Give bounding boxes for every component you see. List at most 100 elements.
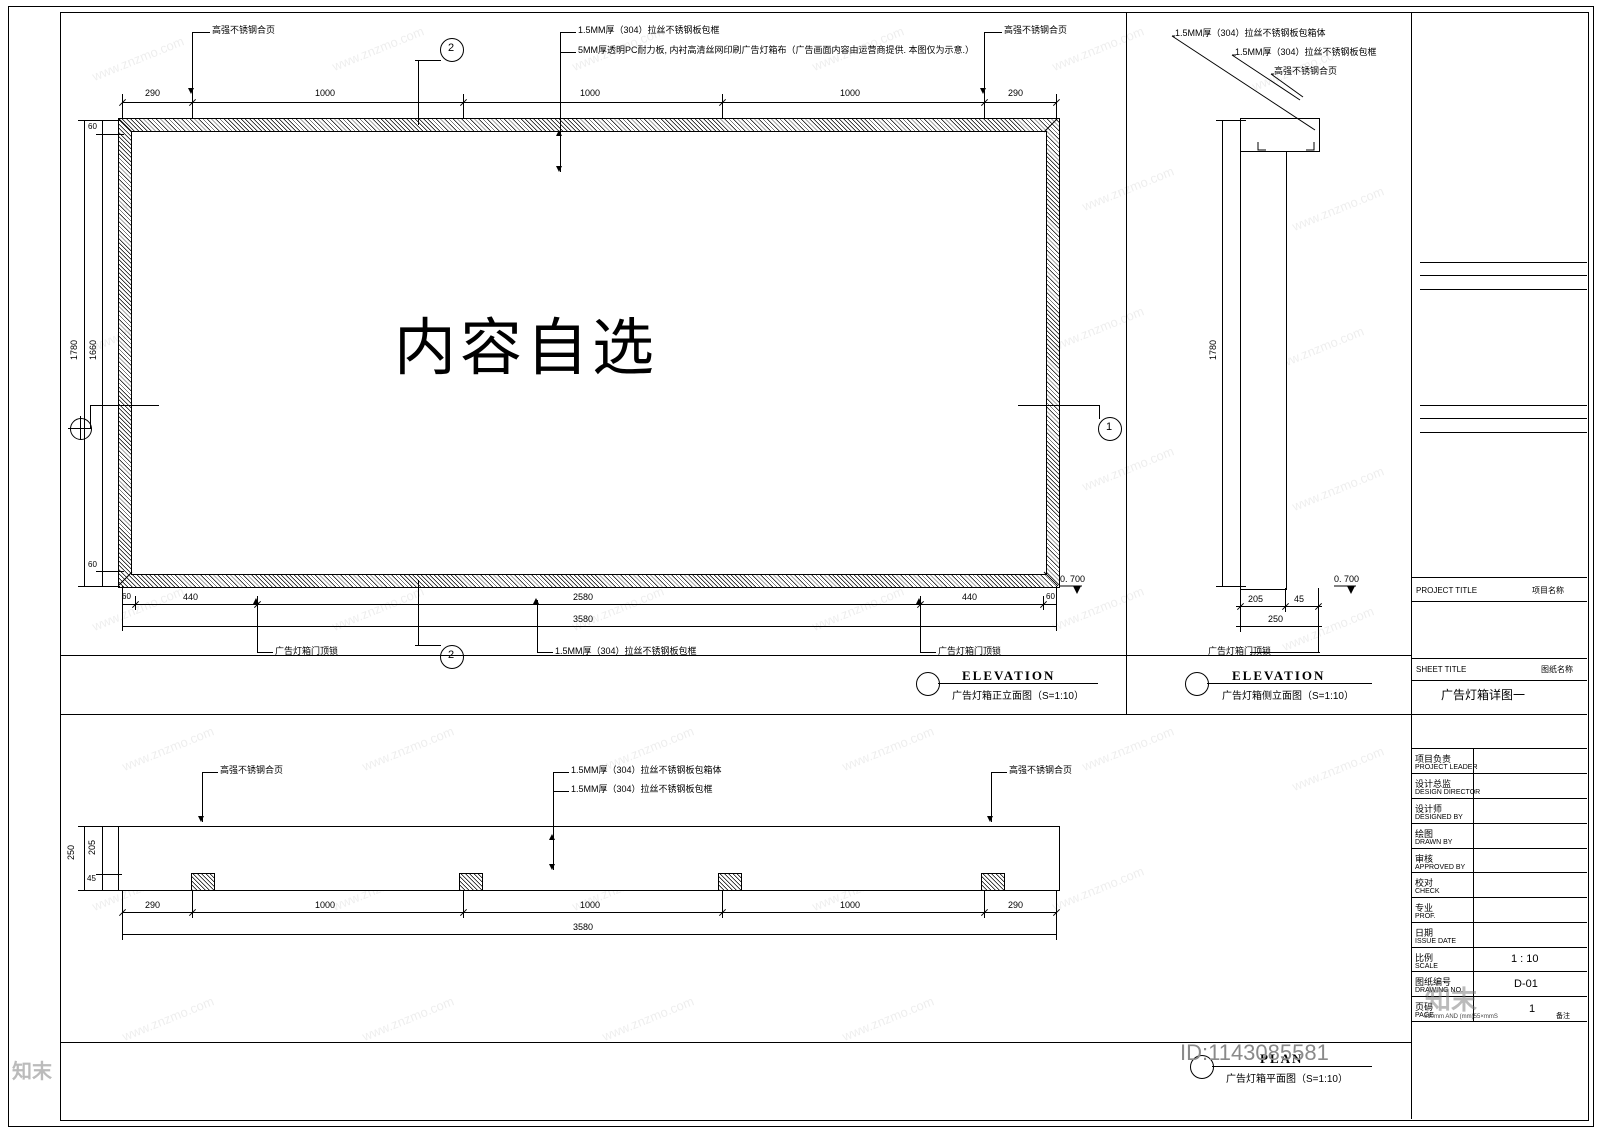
- front-dim-left-ext: [78, 120, 120, 121]
- side-dim-bottom-line1: [1236, 606, 1322, 607]
- side-leader-label-hinge: 高强不锈钢合页: [1274, 66, 1338, 76]
- panel-content-label: 内容自选: [394, 315, 659, 383]
- plan-hinge-block: [718, 873, 742, 891]
- side-dim-ext: [1216, 120, 1246, 121]
- info-label-en: DESIGN DIRECTOR: [1415, 789, 1481, 796]
- titleblock-divider: [1411, 658, 1587, 659]
- plan-leader-line: [553, 791, 569, 792]
- info-row-rule: [1411, 823, 1587, 824]
- leader-line: [560, 32, 576, 33]
- leader-line: [537, 600, 538, 652]
- leader-arrow: [916, 598, 922, 604]
- front-dim-left-value: 1780: [69, 340, 79, 361]
- side-level-mark: 0. 700: [1334, 574, 1360, 584]
- titleblock-divider: [1420, 405, 1587, 406]
- detail-callout-2-bottom[interactable]: [440, 645, 464, 669]
- info-label-cn: 设计师: [1415, 804, 1443, 814]
- front-dim-top-line: [122, 102, 1056, 103]
- plan-title: PLAN: [1260, 1051, 1304, 1066]
- titleblock-divider: [1411, 714, 1587, 715]
- section-line-top: [418, 60, 419, 125]
- detail-callout-1[interactable]: [1098, 417, 1122, 441]
- plan-dim-bottom-line2: [122, 934, 1056, 935]
- sheet-title-cn-label: 图纸名称: [1541, 665, 1573, 674]
- front-dim-top-ext: [122, 94, 123, 118]
- view-title-underline: [938, 683, 1098, 684]
- info-value-page[interactable]: 1: [1529, 1003, 1536, 1015]
- sheet-outer-border: [8, 6, 1594, 1127]
- plan-leader-line: [553, 772, 569, 773]
- front-dim-top-value: 290: [145, 88, 161, 98]
- info-row-rule: [1411, 773, 1587, 774]
- info-label-cn: 专业: [1415, 903, 1434, 913]
- plan-dim-left-ext: [96, 874, 122, 875]
- front-dim-bottom-ext: [122, 586, 123, 631]
- side-leader-line-lock: [1318, 626, 1319, 652]
- plan-leader-label-hinge-left: 高强不锈钢合页: [220, 765, 284, 775]
- front-dim-top-value: 1000: [580, 88, 601, 98]
- plan-dim-left-ext: [78, 890, 122, 891]
- front-dim-left-line-outer: [84, 120, 85, 586]
- detail-callout-2-bottom-bar: [415, 645, 441, 646]
- leader-arrow: [549, 834, 555, 840]
- info-row-rule: [1411, 947, 1587, 948]
- leader-line: [257, 652, 273, 653]
- titleblock-divider: [1420, 262, 1587, 263]
- plan-title-bar-top: [60, 1042, 1411, 1043]
- side-elevation-head: [1240, 118, 1320, 152]
- hinge-mark-right: [1018, 405, 1058, 406]
- leader-line: [920, 600, 921, 652]
- plan-dim-bottom-ext: [722, 890, 723, 918]
- detail-callout-2-top[interactable]: [440, 38, 464, 62]
- titleblock-divider: [1420, 289, 1587, 290]
- leader-arrow: [987, 816, 993, 822]
- info-row-rule: [1411, 798, 1587, 799]
- info-label-cn: 页码: [1415, 1002, 1434, 1012]
- side-dim-height-line: [1222, 120, 1223, 586]
- side-elevation-title: ELEVATION: [1232, 668, 1326, 683]
- info-row-rule: [1411, 848, 1587, 849]
- info-row-rule: [1411, 971, 1587, 972]
- leader-arrow: [556, 166, 562, 172]
- leader-label-hinge-left: 高强不锈钢合页: [212, 25, 276, 35]
- info-col-rule: [1473, 748, 1474, 1021]
- front-dim-left-value: 60: [88, 122, 97, 131]
- side-leader-label-box: 1.5MM厚（304）拉丝不锈钢板包箱体: [1175, 28, 1326, 38]
- titleblock-footer-right: 备注: [1556, 1013, 1570, 1020]
- info-label-en: PROJECT LEADER: [1415, 764, 1478, 771]
- side-elevation-subtitle: 广告灯箱侧立面图（S=1:10）: [1222, 691, 1354, 702]
- plan-dim-left-value: 205: [87, 840, 97, 856]
- side-dim-total-value: 250: [1268, 614, 1284, 624]
- level-symbol: [1334, 585, 1356, 594]
- front-dim-left-ext: [78, 586, 120, 587]
- asset-id-tag: ID:1143085581: [1180, 1040, 1329, 1065]
- info-label-cn: 日期: [1415, 928, 1434, 938]
- titleblock-divider: [1420, 418, 1587, 419]
- side-leader-label-frame: 1.5MM厚（304）拉丝不锈钢板包框: [1235, 47, 1377, 57]
- info-row-rule: [1411, 922, 1587, 923]
- front-dim-left-ext: [96, 571, 124, 572]
- plan-dim-bottom-value: 1000: [315, 900, 336, 910]
- plan-leader-label-box: 1.5MM厚（304）拉丝不锈钢板包箱体: [571, 765, 722, 775]
- titleblock-divider: [1420, 432, 1587, 433]
- front-dim-left-value: 60: [88, 560, 97, 569]
- side-dim-bottom-ext: [1285, 588, 1286, 612]
- callout-cross-v: [80, 416, 81, 440]
- front-dim-top-ext: [463, 94, 464, 118]
- titleblock-divider: [1411, 601, 1587, 602]
- leader-arrow: [188, 88, 194, 94]
- front-dim-left-line-inner: [102, 120, 103, 586]
- info-value-scale[interactable]: 1 : 10: [1511, 953, 1539, 965]
- info-label-en: ISSUE DATE: [1415, 938, 1457, 945]
- front-dim-top-ext: [1056, 94, 1057, 118]
- side-dim-bottom-value: 45: [1294, 594, 1305, 604]
- leader-arrow: [253, 598, 259, 604]
- front-elevation-title: ELEVATION: [962, 668, 1056, 683]
- info-label-en: DRAWN BY: [1415, 839, 1453, 846]
- info-value-drawing-no[interactable]: D-01: [1514, 978, 1538, 990]
- titleblock-divider: [1411, 577, 1587, 578]
- plan-leader-line: [202, 772, 218, 773]
- plan-dim-left-value: 45: [87, 874, 96, 883]
- site-brand-mark-left: 知末: [12, 1061, 52, 1083]
